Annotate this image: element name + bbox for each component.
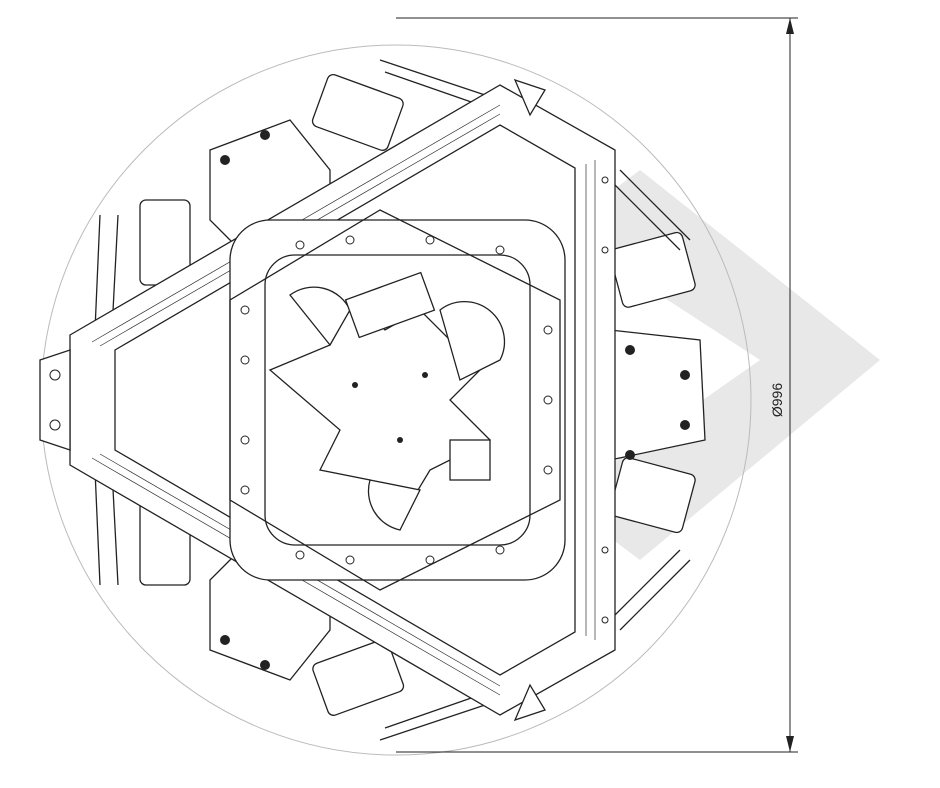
diameter-label: Ø996 — [769, 383, 785, 417]
bolts — [49, 130, 690, 670]
diameter-dimension — [396, 17, 798, 753]
motor-modules — [94, 59, 696, 741]
center-plate — [268, 271, 506, 531]
